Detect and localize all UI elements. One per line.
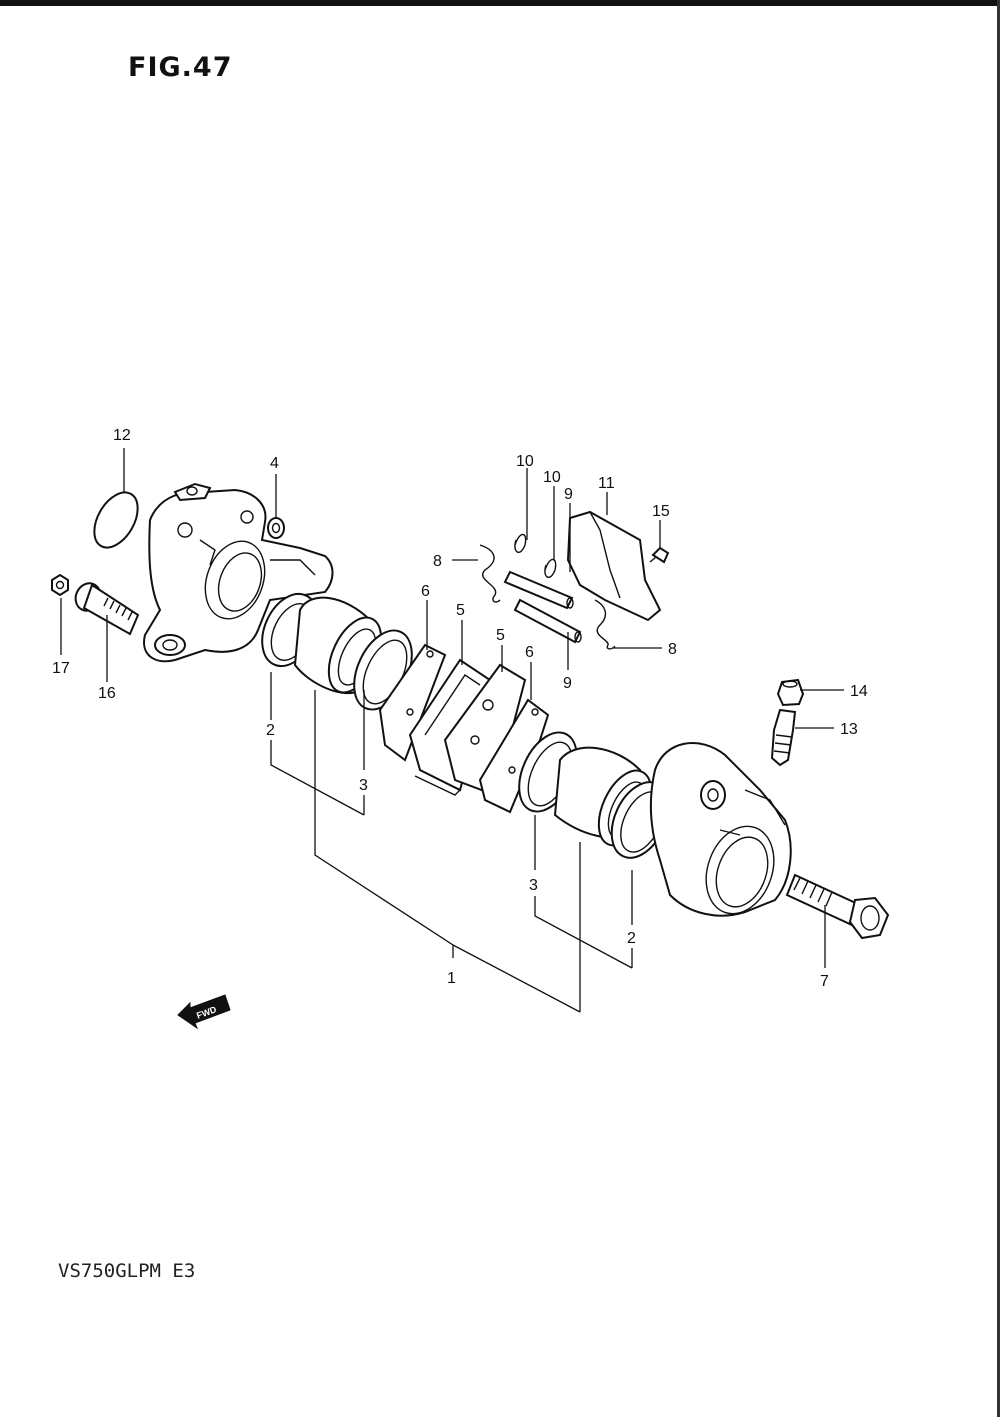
part-14-cap (776, 678, 805, 707)
callout-6-left: 6 (421, 583, 430, 600)
part-13-bleeder-valve (770, 708, 797, 767)
callout-10-right: 10 (543, 469, 561, 486)
callout-2-left: 2 (266, 722, 275, 739)
callout-17: 17 (52, 660, 70, 677)
callout-13: 13 (840, 721, 858, 738)
caliper-body-right (649, 742, 792, 917)
part-16-bolt (74, 582, 140, 636)
part-11-pad-cover (566, 510, 662, 622)
callout-5-right: 5 (496, 627, 505, 644)
callout-12: 12 (113, 427, 131, 444)
callout-5-left: 5 (456, 602, 465, 619)
right-border (997, 0, 1000, 1417)
figure-title: FIG.47 (128, 52, 233, 83)
part-17-nut (51, 573, 69, 597)
top-border (0, 0, 1000, 6)
callout-8-lower: 8 (668, 641, 677, 658)
callout-7: 7 (820, 973, 829, 990)
part-15-screw (649, 546, 670, 564)
part-8-spring-lower (594, 599, 616, 650)
callout-9-upper: 9 (564, 486, 573, 503)
part-10-clip-left (514, 533, 527, 553)
part-9-pad-pin-upper (503, 570, 574, 610)
part-6-shim-left (378, 643, 447, 762)
callout-10-left: 10 (516, 453, 534, 470)
callout-8-upper: 8 (433, 553, 442, 570)
caliper-body-left (143, 482, 334, 663)
piston-left (293, 596, 383, 695)
callout-3-left: 3 (359, 777, 368, 794)
callout-9-lower: 9 (563, 675, 572, 692)
part-12-cap (93, 491, 139, 549)
callout-14: 14 (850, 683, 868, 700)
fwd-arrow-icon: FWD (177, 994, 231, 1030)
callout-2-right: 2 (627, 930, 636, 947)
callout-11: 11 (598, 475, 615, 492)
callout-15: 15 (652, 503, 670, 520)
callout-labels: 12 4 17 16 2 3 6 5 5 6 10 10 9 11 15 8 8… (52, 427, 868, 990)
model-code: VS750GLPM E3 (58, 1260, 196, 1282)
callout-4: 4 (270, 455, 279, 472)
part-7-bolt (785, 873, 890, 940)
callout-16: 16 (98, 685, 116, 702)
part-9-pad-pin-lower (513, 598, 582, 644)
part-8-spring-upper (479, 544, 501, 603)
part-10-clip-right (544, 558, 557, 578)
leader-lines (60, 448, 844, 1013)
callout-6-right: 6 (525, 644, 534, 661)
callout-3-right: 3 (529, 877, 538, 894)
callout-1: 1 (447, 970, 456, 987)
part-4-washer (267, 517, 285, 539)
